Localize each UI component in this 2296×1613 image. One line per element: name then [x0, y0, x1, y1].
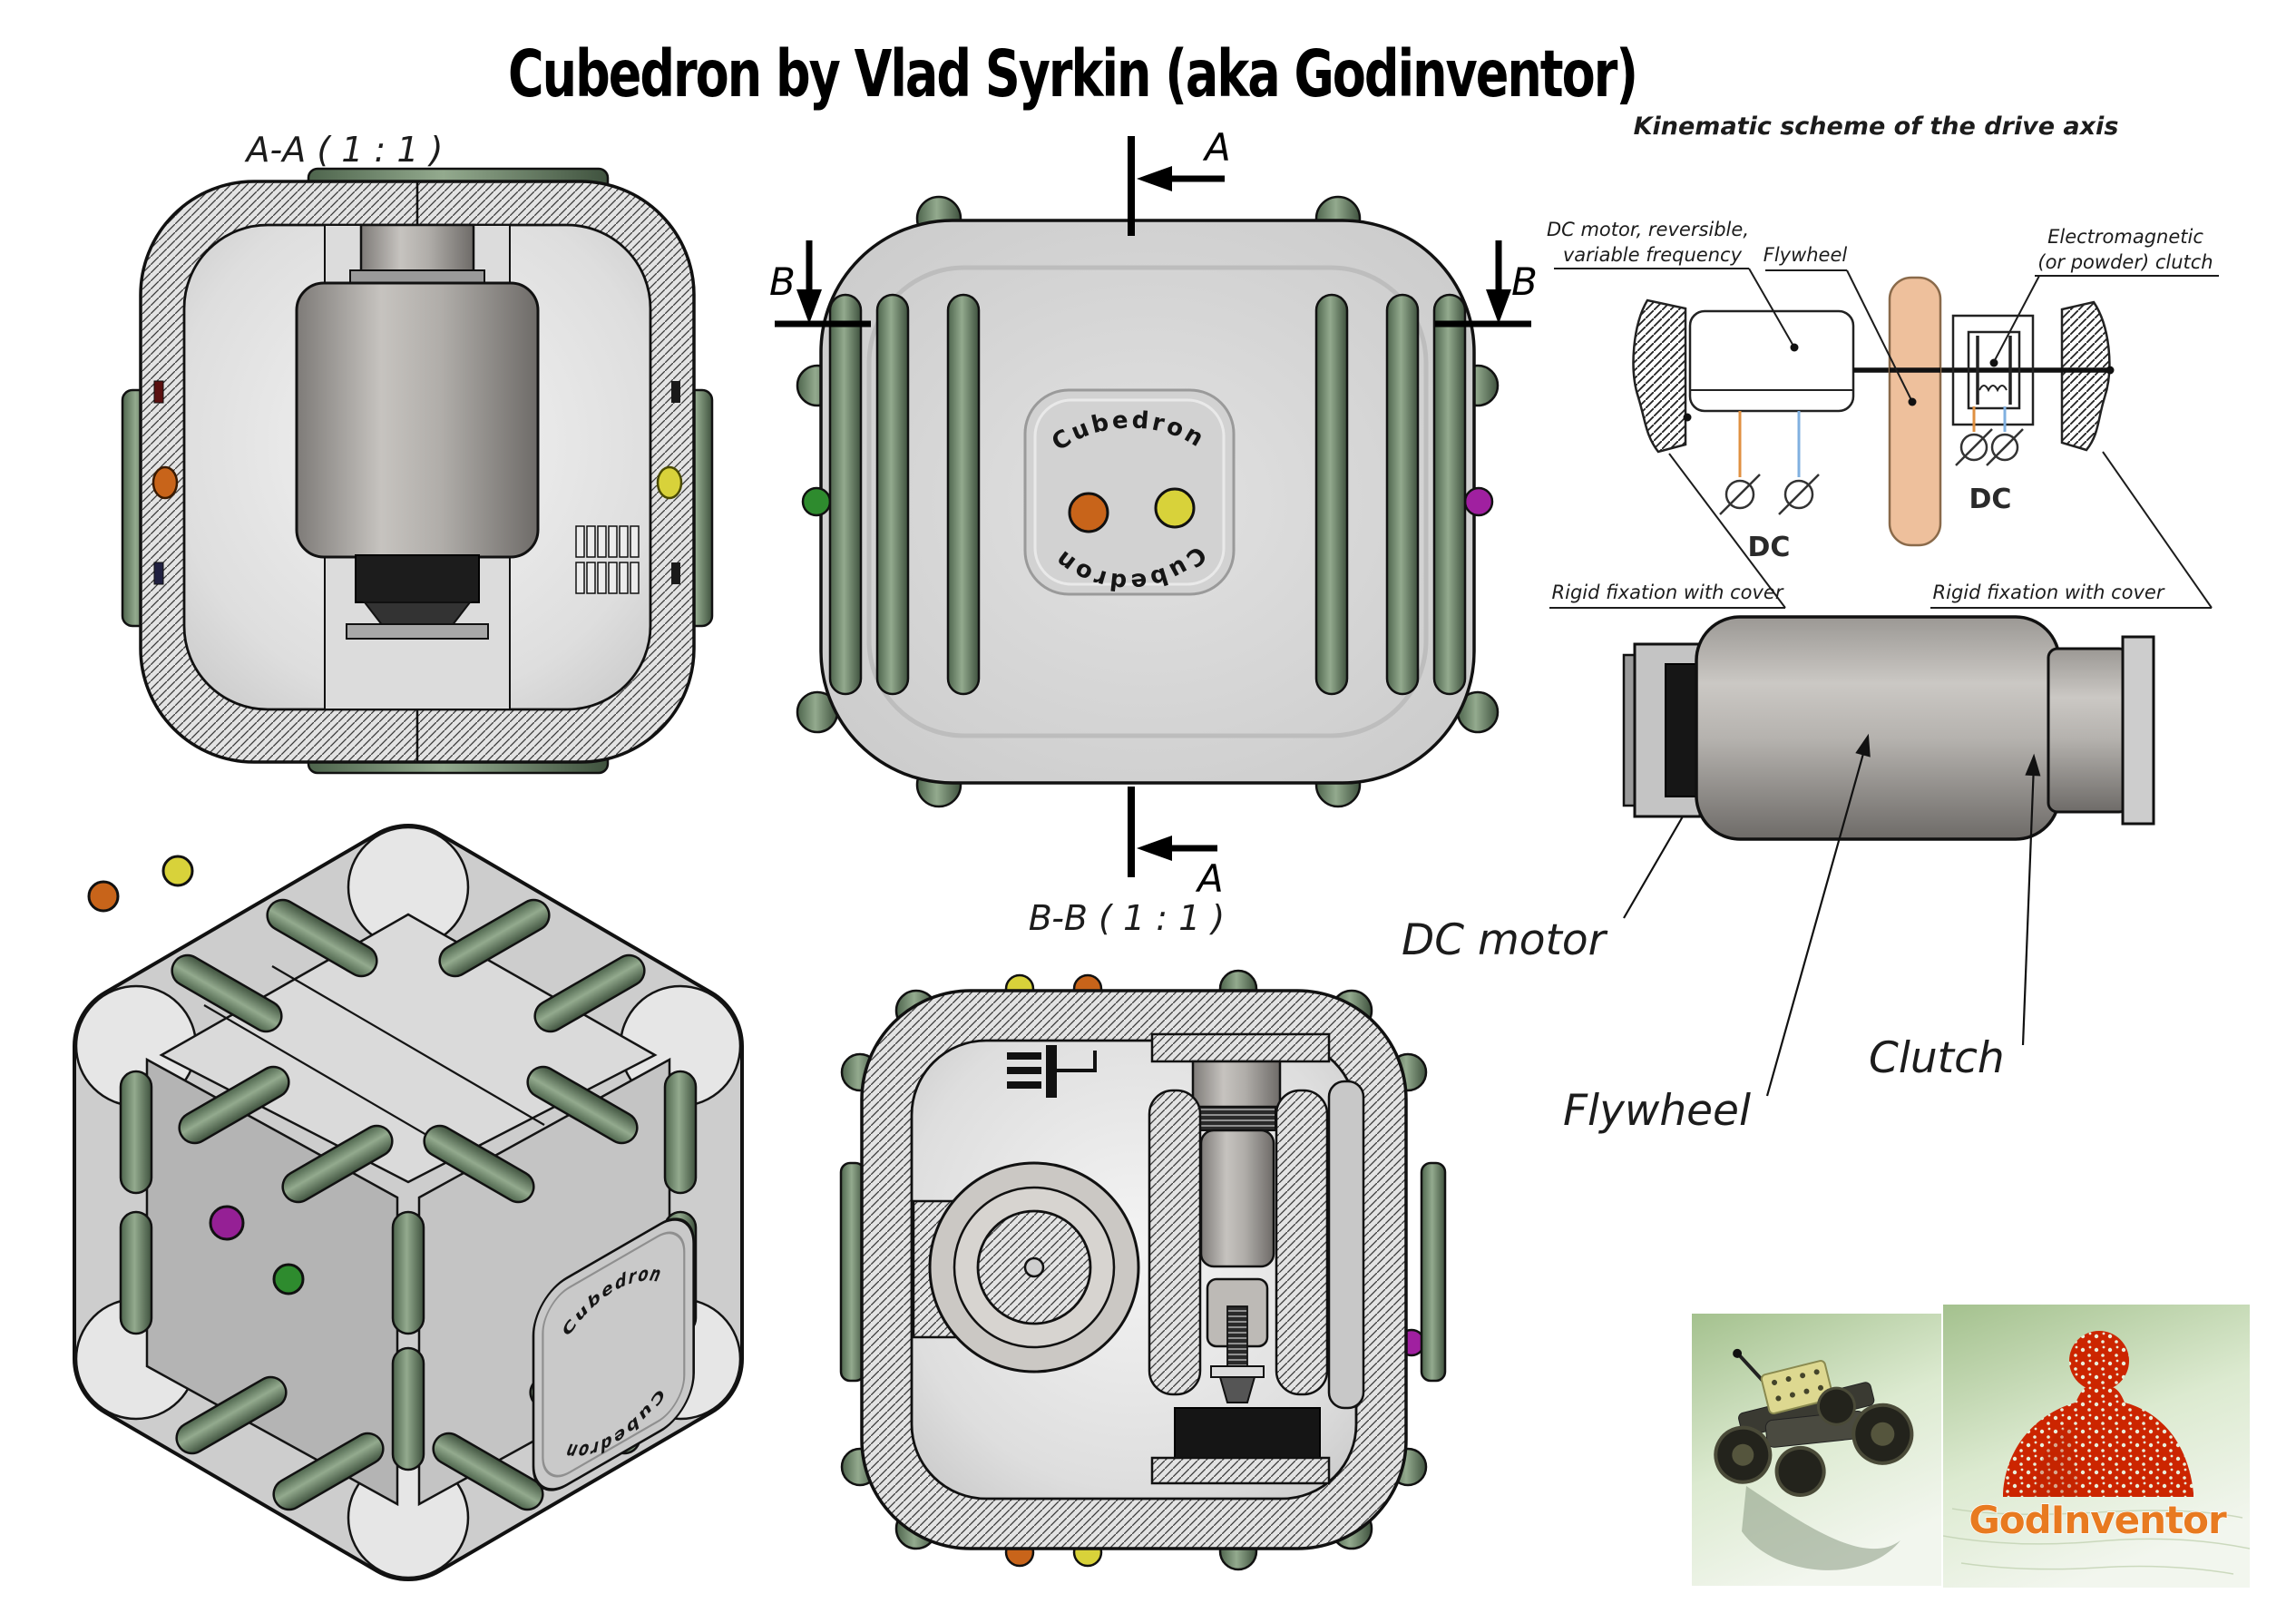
joint-dot	[2105, 366, 2115, 375]
brand-panel-groove	[1033, 398, 1226, 586]
fixation-label-left: Rigid fixation with cover	[1549, 453, 1786, 609]
logo-ground-lines	[1943, 1508, 2250, 1575]
svg-text:DC motor, reversible,: DC motor, reversible,	[1547, 219, 1749, 240]
clutch-body	[2047, 647, 2130, 814]
svg-text:Rigid fixation with cover: Rigid fixation with cover	[1933, 582, 2165, 603]
assembly-dc-motor-label: DC motor	[1402, 915, 1608, 965]
bottom-cone	[362, 601, 473, 627]
svg-text:Flywheel: Flywheel	[1764, 244, 1848, 266]
clutch-leader-label: Electromagnetic (or powder) clutch	[1994, 226, 2219, 361]
leader-dot	[1989, 358, 1998, 367]
top-view: Cubedron Cubedron A B B A B-B ( 1 : 1 )	[769, 125, 1538, 938]
edge-dot-purple	[1463, 486, 1494, 517]
iso-panel-dot-yellow	[161, 855, 194, 887]
logo-text: GodInventor	[1969, 1498, 2227, 1542]
motor-box	[1688, 309, 1855, 413]
clutch-bracket	[2121, 635, 2155, 826]
panel-dot-orange	[1068, 492, 1109, 533]
bottom-hub	[355, 554, 480, 603]
flywheel-disc	[1665, 663, 1701, 797]
svg-text:B: B	[1511, 259, 1538, 304]
clutch-symbol	[1951, 314, 2035, 426]
iso-panel-dot-orange	[87, 880, 120, 913]
page-title: Cubedron by Vlad Syrkin (aka Godinventor…	[508, 36, 1638, 112]
section-aa-label: A-A ( 1 : 1 )	[244, 130, 444, 170]
side-dot-orange	[151, 465, 179, 500]
section-view-aa: A-A ( 1 : 1 )	[121, 130, 714, 775]
right-wall	[2060, 300, 2111, 452]
flywheel-bar	[1888, 276, 1942, 547]
svg-text:(or powder) clutch: (or powder) clutch	[2037, 251, 2213, 273]
right-wall-detail	[671, 562, 680, 584]
dc-label-right: DC	[1969, 484, 2012, 515]
robot-shadow	[1742, 1486, 1900, 1570]
svg-text:A: A	[1202, 125, 1231, 170]
section-mark-a-top: A	[1128, 125, 1231, 236]
svg-text:Rigid fixation with cover: Rigid fixation with cover	[1552, 582, 1784, 603]
svg-text:B: B	[769, 259, 796, 304]
flywheel-axle-hole	[1023, 1256, 1045, 1278]
bb-side-pad-right	[1420, 1161, 1447, 1383]
section-bb-label: B-B ( 1 : 1 )	[1029, 898, 1225, 938]
svg-text:variable frequency: variable frequency	[1563, 244, 1743, 266]
bottom-flange	[346, 623, 489, 640]
assembly-clutch-label: Clutch	[1869, 1033, 2005, 1083]
kinematic-scheme: Kinematic scheme of the drive axis DC	[1547, 112, 2219, 609]
right-wall-detail	[671, 381, 680, 403]
assembly-flywheel-label: Flywheel	[1563, 1086, 1751, 1136]
section-mark-b-right: B	[1435, 240, 1538, 327]
left-wall-detail	[153, 562, 164, 585]
robot-model	[1714, 1348, 1914, 1497]
clutch-wires	[1955, 406, 2024, 466]
iso-dot-green	[272, 1263, 305, 1295]
bumper-bars	[828, 293, 1467, 696]
section-mark-b-left: B	[769, 240, 871, 327]
flywheel-leader-label: Flywheel	[1764, 244, 1917, 406]
motor-assembly-section	[1148, 1032, 1365, 1485]
assembly-render: DC motor Flywheel Clutch	[1402, 615, 2155, 1136]
side-dot-yellow	[656, 465, 683, 500]
brand-panel	[1023, 388, 1236, 596]
kinematic-title: Kinematic scheme of the drive axis	[1634, 112, 2119, 141]
robot-thumbnail	[1692, 1314, 1941, 1586]
motor-wires	[1719, 411, 1820, 515]
section-mark-a-bottom: A	[1128, 787, 1224, 901]
left-wall-detail	[153, 380, 164, 404]
logo-tile: GodInventor	[1943, 1305, 2250, 1588]
mold-groove	[866, 265, 1429, 738]
svg-text:Electromagnetic: Electromagnetic	[2047, 226, 2203, 248]
edge-dot-green	[801, 486, 832, 517]
svg-text:A: A	[1195, 856, 1224, 901]
isometric-view: Cubedron Cubedron	[73, 824, 744, 1581]
connector-pins	[1007, 1045, 1097, 1098]
section-view-bb	[839, 969, 1447, 1571]
joint-dot	[1683, 413, 1692, 422]
top-seam	[271, 965, 545, 1126]
left-wall	[1632, 298, 1687, 454]
panel-dot-yellow	[1154, 487, 1196, 529]
leader-lines	[1623, 733, 2041, 1097]
motor-cylinder	[295, 281, 540, 559]
heatsink-grid	[575, 525, 640, 594]
motor-body	[1695, 615, 2061, 841]
dc-label-left: DC	[1748, 532, 1791, 563]
iso-dot-purple	[209, 1205, 245, 1241]
motor-leader-label: DC motor, reversible, variable frequency	[1547, 219, 1799, 352]
logo-figure	[2003, 1331, 2193, 1497]
fixation-label-right: Rigid fixation with cover	[1930, 451, 2213, 609]
